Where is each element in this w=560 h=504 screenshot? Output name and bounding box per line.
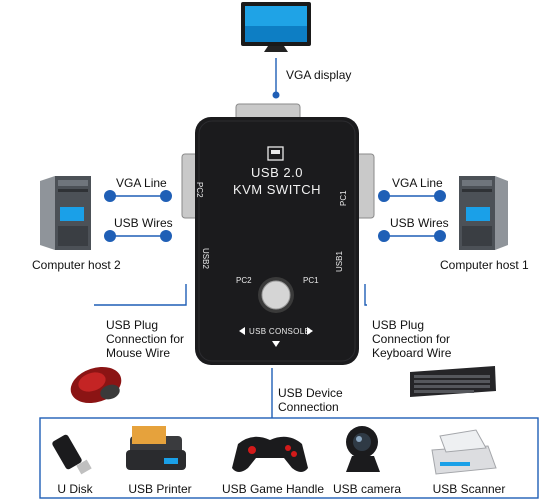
connector-lines	[94, 58, 440, 418]
kvm-title: USB 2.0 KVM SWITCH	[225, 164, 329, 198]
btn-pc1-label: PC1	[303, 276, 319, 285]
device-label-u-disk: U Disk	[57, 482, 93, 496]
btn-pc2-label: PC2	[236, 276, 252, 285]
computer-host-1-label: Computer host 1	[440, 258, 529, 272]
mouse-icon	[70, 366, 122, 404]
left-vga-line-label: VGA Line	[116, 176, 167, 190]
mouse-connector	[94, 284, 187, 306]
kvm-title-line1: USB 2.0	[251, 165, 303, 180]
keyboard-connection-label: USB Plug Connection for Keyboard Wire	[372, 318, 452, 360]
right-usb-wires-label: USB Wires	[390, 216, 449, 230]
usb1-side-label: USB1	[335, 251, 344, 272]
device-label-usb-camera: USB camera	[332, 482, 402, 496]
keyboard-connector	[364, 284, 367, 306]
switch-button[interactable]	[261, 284, 291, 308]
usb-console-label: USB CONSOLE	[249, 327, 311, 336]
usb-scanner-icon	[431, 429, 497, 475]
right-vga-line-label: VGA Line	[392, 176, 443, 190]
kvm-title-line2: KVM SWITCH	[232, 182, 322, 197]
device-box	[39, 417, 539, 499]
computer-host-2-icon	[40, 176, 91, 250]
usb2-side-label: USB2	[201, 248, 210, 269]
keyboard-icon	[410, 366, 496, 397]
kvm-switch	[181, 103, 375, 365]
device-label-usb-scanner: USB Scanner	[432, 482, 506, 496]
mouse-connection-label: USB Plug Connection for Mouse Wire	[106, 318, 185, 360]
pc2-side-label: PC2	[195, 182, 204, 198]
device-label-usb-game-handle: USB Game Handle	[221, 482, 325, 496]
device-label-usb-printer: USB Printer	[128, 482, 192, 496]
computer-host-1-icon	[459, 176, 508, 250]
usb-printer-icon	[126, 426, 186, 470]
u-disk-icon	[52, 434, 92, 475]
computer-host-2-label: Computer host 2	[32, 258, 121, 272]
usb-camera-icon	[346, 426, 380, 472]
connector-dots	[104, 91, 446, 242]
usb-device-connection-label: USB Device Connection	[278, 386, 343, 414]
pc1-side-label: PC1	[339, 190, 348, 206]
monitor-icon	[241, 2, 311, 52]
usb-game-handle-icon	[232, 436, 308, 472]
left-usb-wires-label: USB Wires	[114, 216, 173, 230]
vga-display-label: VGA display	[286, 68, 352, 82]
